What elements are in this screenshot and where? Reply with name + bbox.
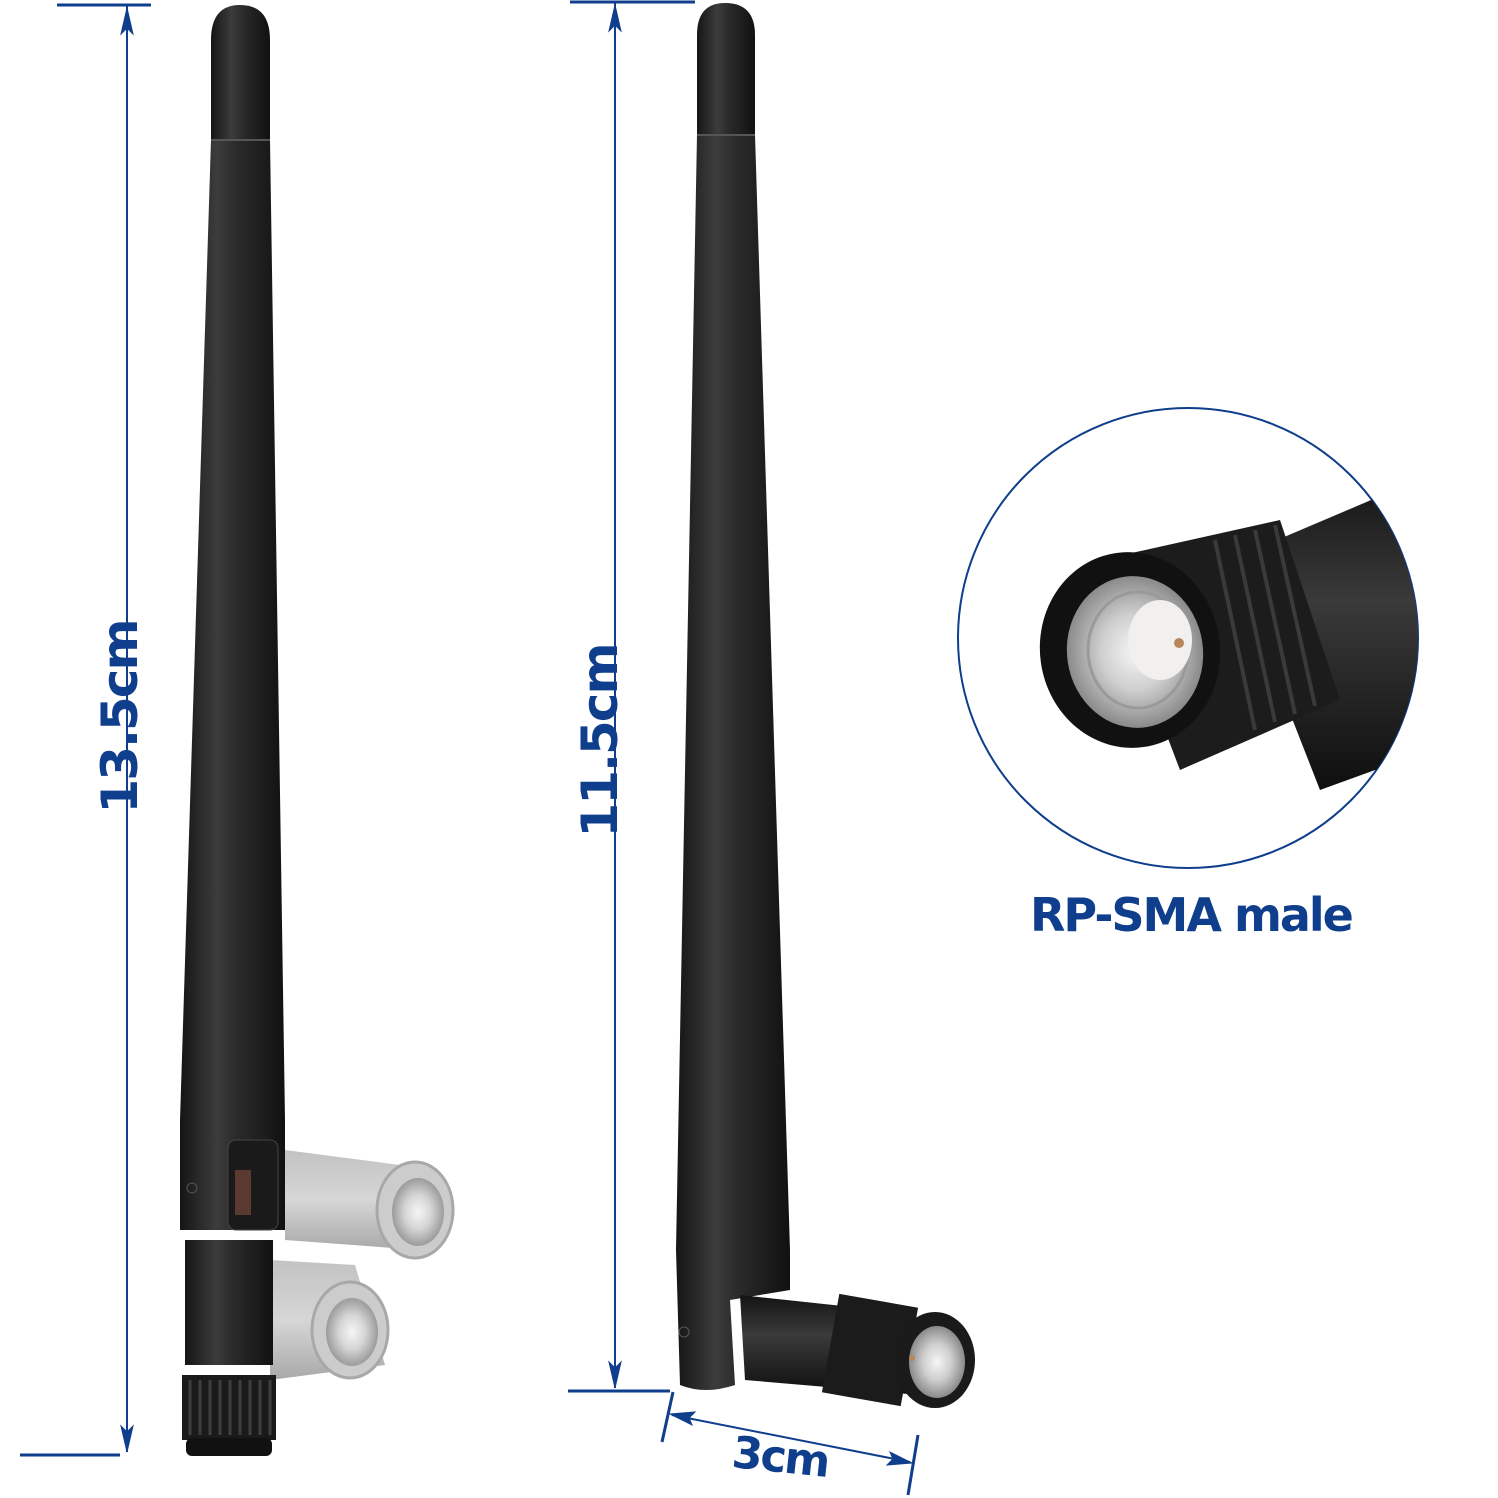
ghost-connector-lower	[270, 1260, 390, 1380]
ghost-connector-upper	[285, 1150, 455, 1260]
dimension-line-right	[568, 0, 695, 1393]
connector-type-label: RP-SMA male	[1030, 888, 1354, 942]
antenna-right	[676, 3, 975, 1408]
dimension-line-connector	[660, 1391, 920, 1496]
connector-length-label: 3cm	[729, 1427, 831, 1488]
dimension-line-left	[20, 3, 151, 1457]
connector-closeup	[957, 407, 1419, 869]
antenna-left	[180, 5, 455, 1456]
height-label-right: 11.5cm	[571, 644, 629, 838]
height-label-left: 13.5cm	[91, 620, 149, 814]
